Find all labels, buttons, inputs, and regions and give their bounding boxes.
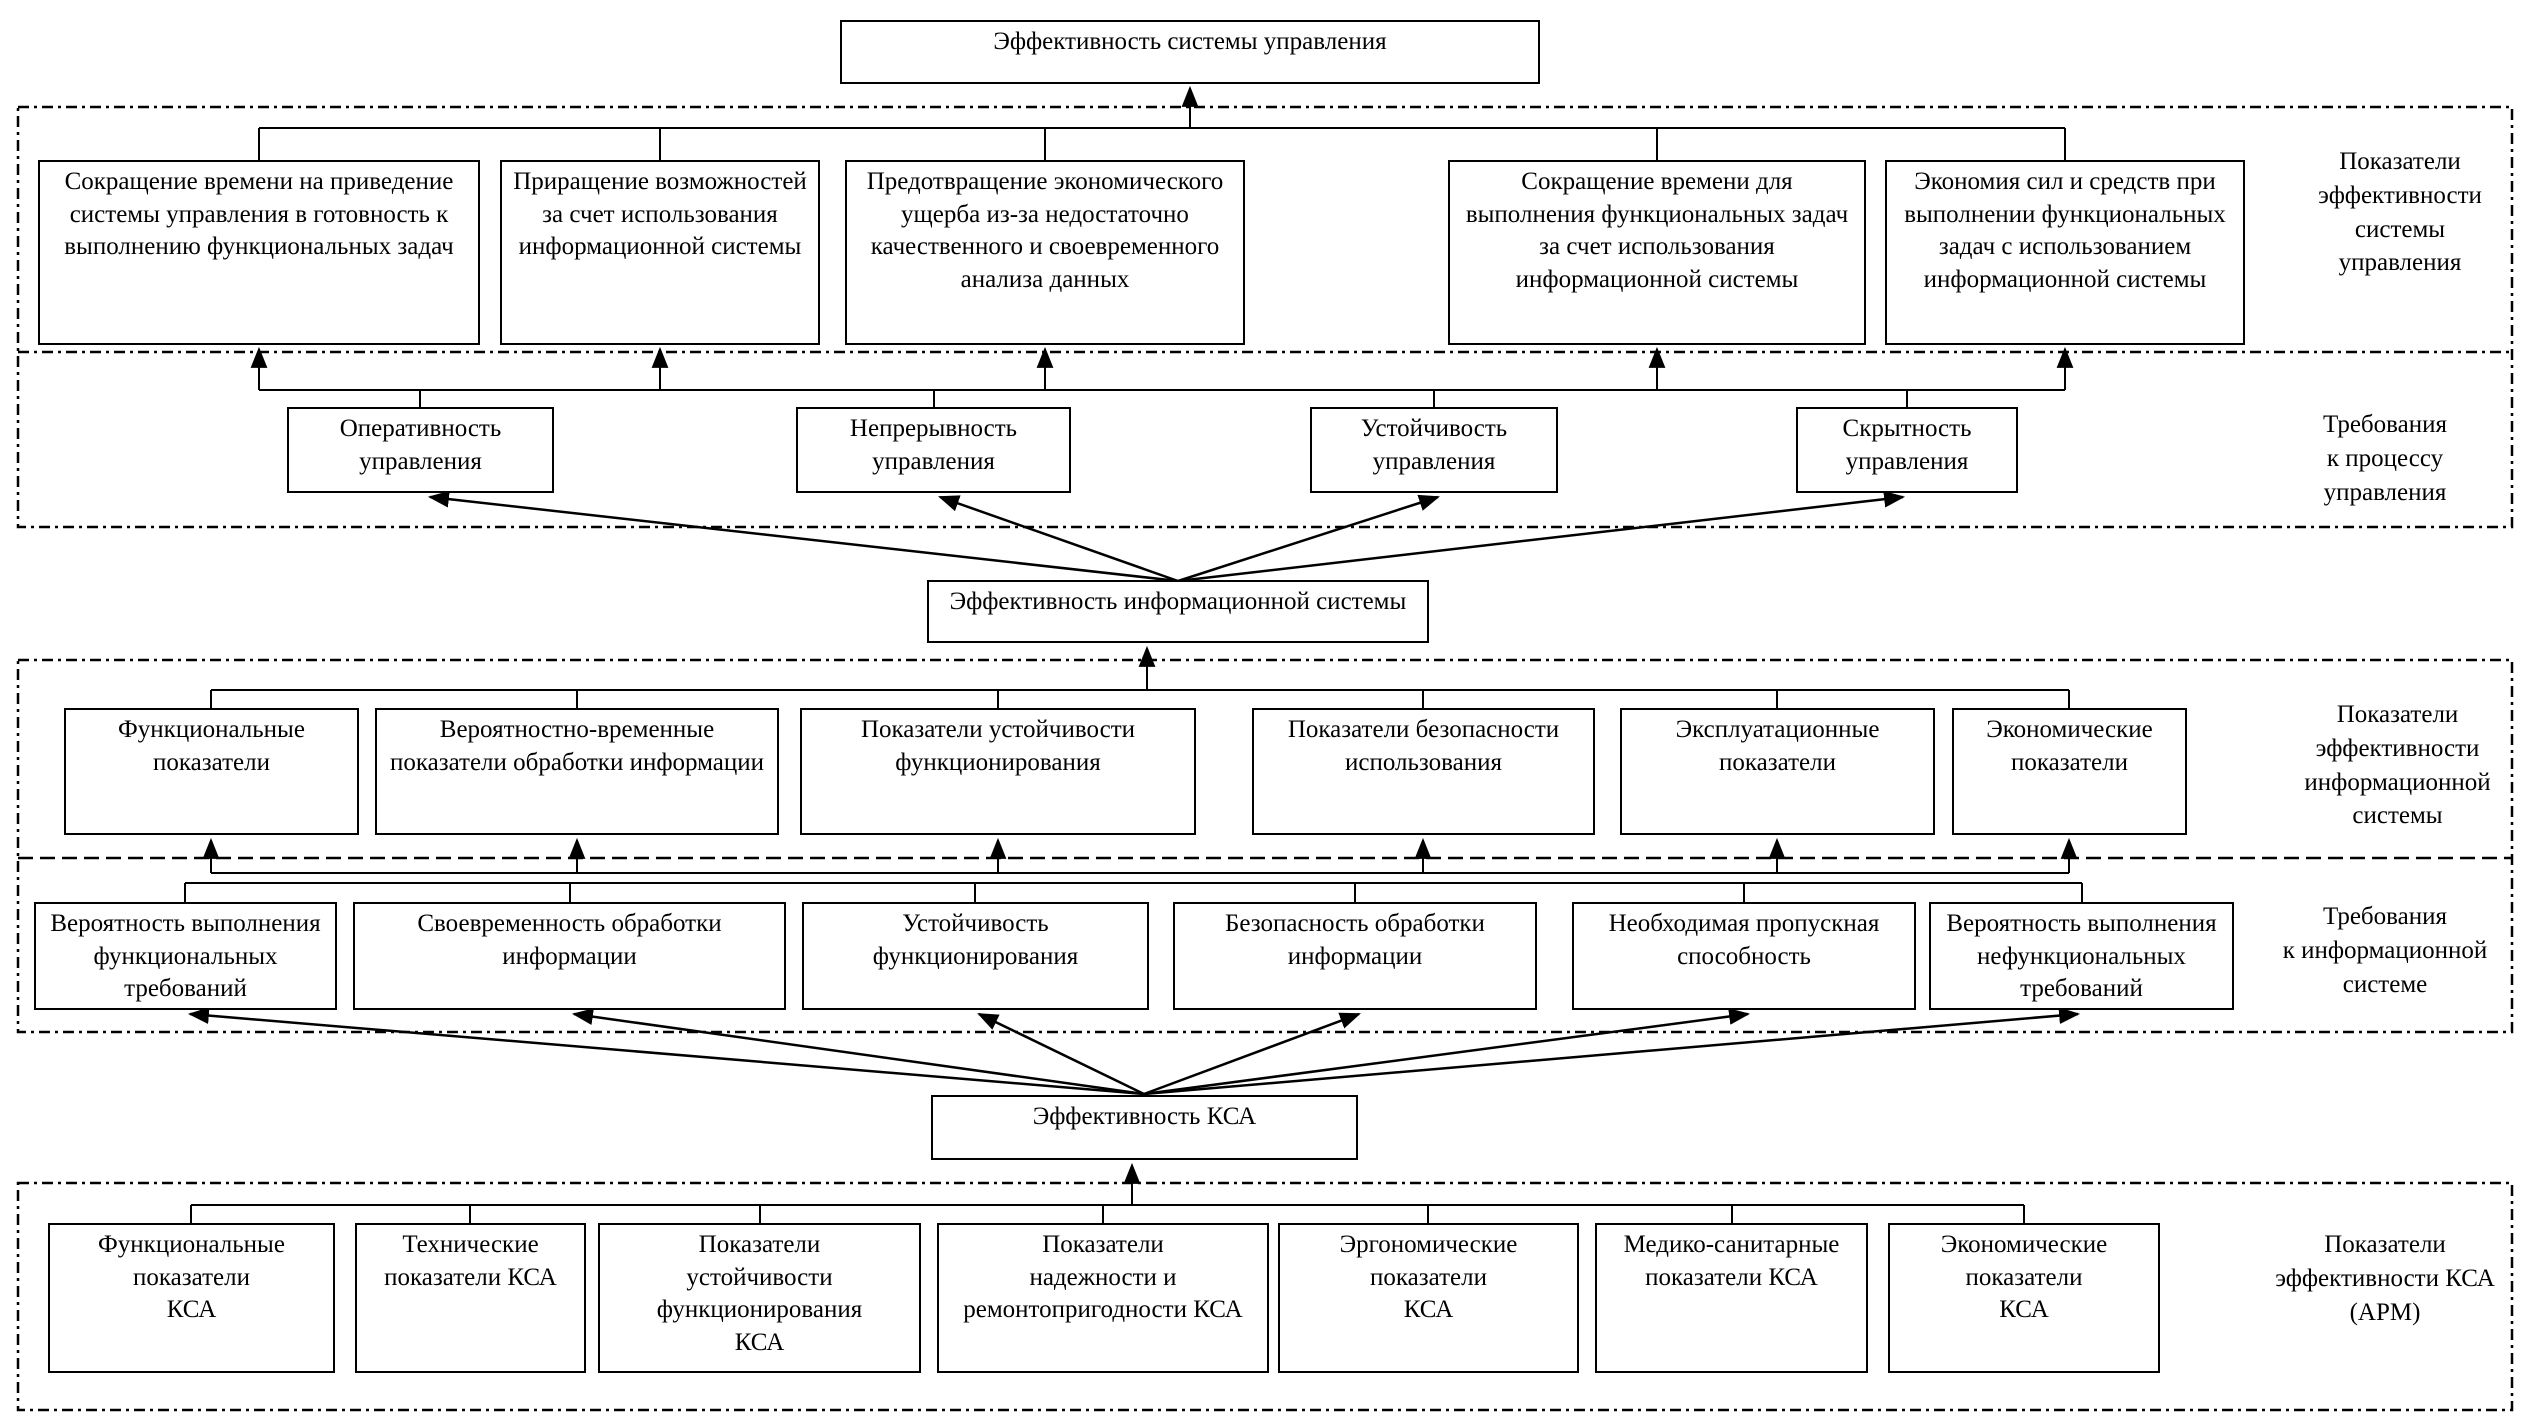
node-time-to-readiness-reduction: Сокращение времени на приведение системы… <box>38 160 480 345</box>
node-processing-timeliness: Своевременность обработки информации <box>353 902 786 1010</box>
node-ksa-economic-indicators: Экономические показатели КСА <box>1888 1223 2160 1373</box>
node-processing-safety: Безопасность обработки информации <box>1173 902 1537 1010</box>
node-operational-indicators: Эксплуатационные показатели <box>1620 708 1935 835</box>
node-functioning-stability: Устойчивость функционирования <box>802 902 1149 1010</box>
node-control-responsiveness: Оперативность управления <box>287 407 554 493</box>
region-label-management-indicators: Показатели эффективности системы управле… <box>2318 148 2482 277</box>
node-functional-requirements-probability: Вероятность выполнения функциональных тр… <box>34 902 337 1010</box>
node-ksa-functional-indicators: Функциональные показатели КСА <box>48 1223 335 1373</box>
node-effort-savings: Экономия сил и средств при выполнении фу… <box>1885 160 2245 345</box>
region-label-ksa-indicators: Показатели эффективности КСА (АРМ) <box>2275 1231 2495 1326</box>
node-ksa-ergonomic-indicators: Эргономические показатели КСА <box>1278 1223 1579 1373</box>
node-ksa-reliability-indicators: Показатели надежности и ремонтопригоднос… <box>937 1223 1269 1373</box>
wire-info-system-fan <box>427 490 1906 583</box>
node-functional-indicators: Функциональные показатели <box>64 708 359 835</box>
node-management-system-effectiveness: Эффективность системы управления <box>840 20 1540 84</box>
wire-ksa-fan <box>187 1007 2081 1096</box>
node-safety-indicators: Показатели безопасности использования <box>1252 708 1595 835</box>
node-control-covertness: Скрытность управления <box>1796 407 2018 493</box>
wire-row5-links <box>190 1204 2025 1223</box>
region-frames <box>16 105 2514 1412</box>
node-probabilistic-time-indicators: Вероятностно-временные показатели обрабо… <box>375 708 779 835</box>
wire-row1-row2-links <box>250 346 2074 407</box>
node-info-system-effectiveness: Эффективность информационной системы <box>927 580 1429 643</box>
node-control-continuity: Непрерывность управления <box>796 407 1071 493</box>
node-economic-damage-prevention: Предотвращение экономического ущерба из-… <box>845 160 1245 345</box>
node-ksa-technical-indicators: Технические показатели КСА <box>355 1223 586 1373</box>
node-required-throughput: Необходимая пропускная способность <box>1572 902 1916 1010</box>
wire-row3-row4-links <box>184 837 2083 902</box>
node-ksa-effectiveness: Эффективность КСА <box>931 1095 1358 1160</box>
node-ksa-stability-indicators: Показатели устойчивости функционирования… <box>598 1223 921 1373</box>
node-stability-indicators: Показатели устойчивости функционирования <box>800 708 1196 835</box>
region-label-info-system-requirements: Требования к информационной системе <box>2282 903 2488 998</box>
node-nonfunctional-requirements-probability: Вероятность выполнения нефункциональных … <box>1929 902 2234 1010</box>
node-economic-indicators: Экономические показатели <box>1952 708 2187 835</box>
node-ksa-medical-indicators: Медико-санитарные показатели КСА <box>1595 1223 1868 1373</box>
node-capability-increase: Приращение возможностей за счет использо… <box>500 160 820 345</box>
wire-root-links <box>258 85 2066 160</box>
region-label-control-process-requirements: Требования к процессу управления <box>2323 411 2447 506</box>
wire-row3-links <box>210 689 2070 708</box>
node-control-stability: Устойчивость управления <box>1310 407 1558 493</box>
node-task-time-reduction: Сокращение времени для выполнения функци… <box>1448 160 1866 345</box>
region-label-info-system-indicators: Показатели эффективности информационной … <box>2304 701 2491 830</box>
